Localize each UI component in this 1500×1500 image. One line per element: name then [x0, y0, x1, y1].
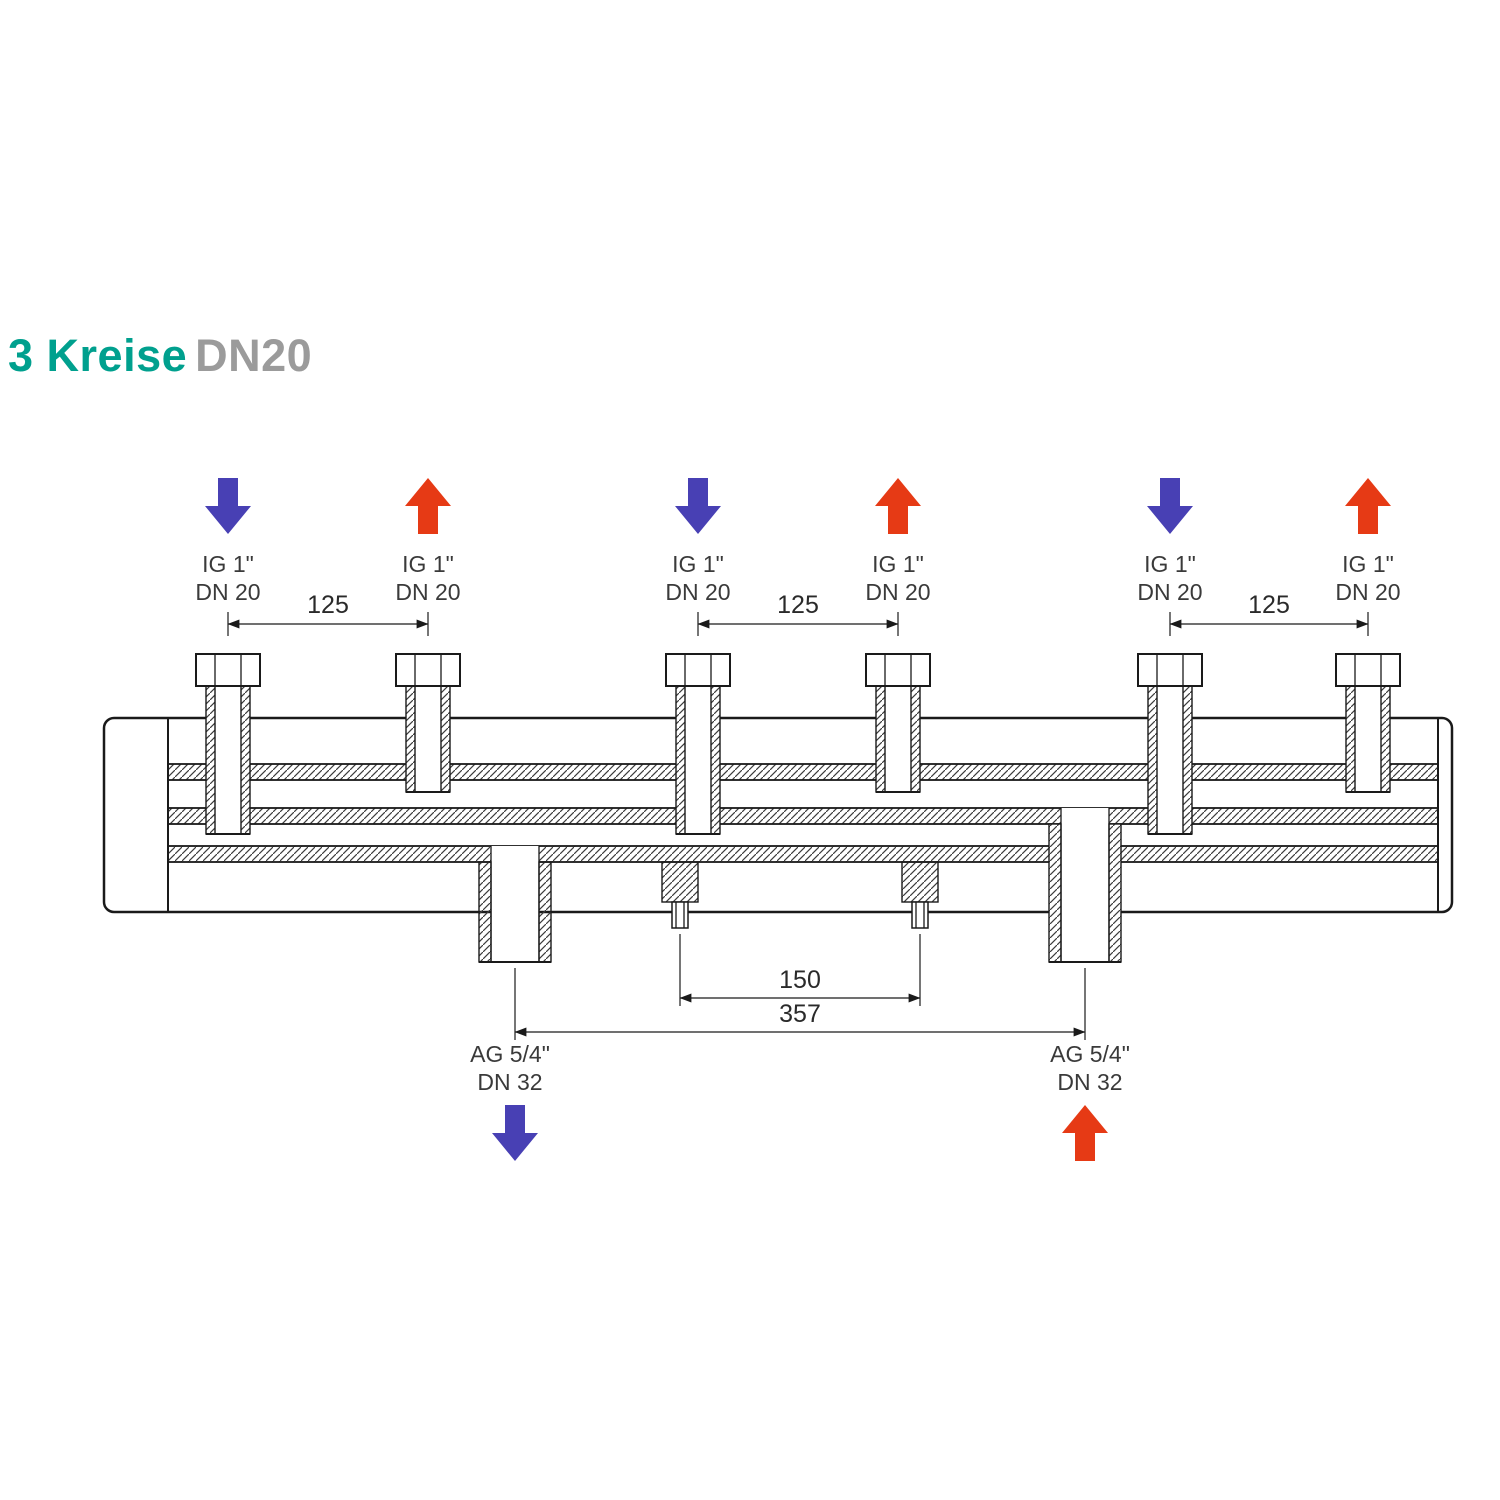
connection-dn-label: DN 32 — [1057, 1069, 1122, 1095]
connection-dn-label: DN 20 — [195, 579, 260, 605]
pipe-thread-left — [205, 685, 216, 835]
dimension-bottom-inner: 150 — [679, 934, 921, 1006]
dimension-value: 125 — [777, 591, 819, 619]
return-arrow-down-icon — [492, 1105, 538, 1161]
connection-size-label: AG 5/4" — [470, 1041, 550, 1067]
dimension-top-3: 125 — [1169, 591, 1369, 636]
title-size: DN20 — [195, 330, 313, 381]
hex-nut — [665, 653, 731, 687]
top-connection-6: IG 1"DN 20 — [1335, 478, 1401, 793]
connection-size-label: IG 1" — [1144, 551, 1196, 577]
bottom-connection-label-right: AG 5/4" DN 32 — [1050, 1041, 1130, 1095]
flow-arrow-up-icon — [1345, 478, 1391, 534]
pipe-thread-left — [1147, 685, 1158, 835]
connection-size-label: IG 1" — [402, 551, 454, 577]
connection-size-label: IG 1" — [872, 551, 924, 577]
pipe-thread-right — [1108, 823, 1122, 963]
pipe-thread-left — [875, 685, 886, 793]
pipe-thread-right — [910, 685, 921, 793]
hex-nut — [1335, 653, 1401, 687]
dimension-top-2: 125 — [697, 591, 899, 636]
stub-tip — [671, 901, 689, 929]
hex-nut — [195, 653, 261, 687]
dimension-bottom-outer: 357 — [514, 968, 1086, 1040]
dimension-value: 125 — [307, 591, 349, 619]
pipe-thread-left — [478, 861, 492, 963]
hex-nut — [395, 653, 461, 687]
sensor-stub-left — [661, 861, 699, 929]
bottom-connections — [478, 808, 1122, 963]
flow-arrow-up-icon — [405, 478, 451, 534]
manifold-body — [102, 716, 1454, 914]
top-connection-4: IG 1"DN 20 — [865, 478, 931, 793]
flow-arrow-up-icon — [1062, 1105, 1108, 1161]
connection-dn-label: DN 20 — [865, 579, 930, 605]
return-arrow-down-icon — [205, 478, 251, 534]
pipe-thread-right — [1182, 685, 1193, 835]
bottom-pipe-left — [478, 846, 552, 963]
top-connection-2: IG 1"DN 20 — [395, 478, 461, 793]
title-circuits: 3 Kreise — [8, 330, 188, 381]
flow-arrow-up-icon — [875, 478, 921, 534]
pipe-thread-left — [1345, 685, 1356, 793]
stub-thread — [901, 861, 939, 903]
pipe-thread-right — [538, 861, 552, 963]
connection-size-label: IG 1" — [1342, 551, 1394, 577]
dimension-value: 357 — [779, 1000, 821, 1028]
top-connection-5: IG 1"DN 20 — [1137, 478, 1203, 835]
connection-dn-label: DN 32 — [477, 1069, 542, 1095]
pipe-thread-right — [710, 685, 721, 835]
bottom-pipe-right — [1048, 808, 1122, 963]
pipe-thread-left — [1048, 823, 1062, 963]
pipe-thread-right — [1380, 685, 1391, 793]
middle-chamber-wall — [167, 807, 1439, 825]
connection-dn-label: DN 20 — [1335, 579, 1400, 605]
pipe-thread-left — [675, 685, 686, 835]
return-arrow-down-icon — [1147, 478, 1193, 534]
connection-size-label: IG 1" — [672, 551, 724, 577]
pipe-bore — [491, 846, 539, 962]
top-connection-1: IG 1"DN 20 — [195, 478, 261, 835]
connection-dn-label: DN 20 — [665, 579, 730, 605]
hex-nut — [865, 653, 931, 687]
connection-dn-label: DN 20 — [395, 579, 460, 605]
connection-size-label: AG 5/4" — [1050, 1041, 1130, 1067]
pipe-thread-right — [240, 685, 251, 835]
sensor-stub-right — [901, 861, 939, 929]
pipe-bore — [1061, 808, 1109, 962]
dimension-top-1: 125 — [227, 591, 429, 636]
return-arrow-down-icon — [675, 478, 721, 534]
connection-dn-label: DN 20 — [1137, 579, 1202, 605]
top-connection-3: IG 1"DN 20 — [665, 478, 731, 835]
pipe-thread-left — [405, 685, 416, 793]
bottom-connection-label-left: AG 5/4" DN 32 — [470, 1041, 550, 1095]
stub-tip — [911, 901, 929, 929]
stub-thread — [661, 861, 699, 903]
lower-chamber-wall — [167, 845, 1439, 863]
connection-size-label: IG 1" — [202, 551, 254, 577]
dimension-value: 125 — [1248, 591, 1290, 619]
dimension-value: 150 — [779, 966, 821, 994]
hex-nut — [1137, 653, 1203, 687]
pipe-thread-right — [440, 685, 451, 793]
upper-chamber-wall — [167, 763, 1439, 781]
